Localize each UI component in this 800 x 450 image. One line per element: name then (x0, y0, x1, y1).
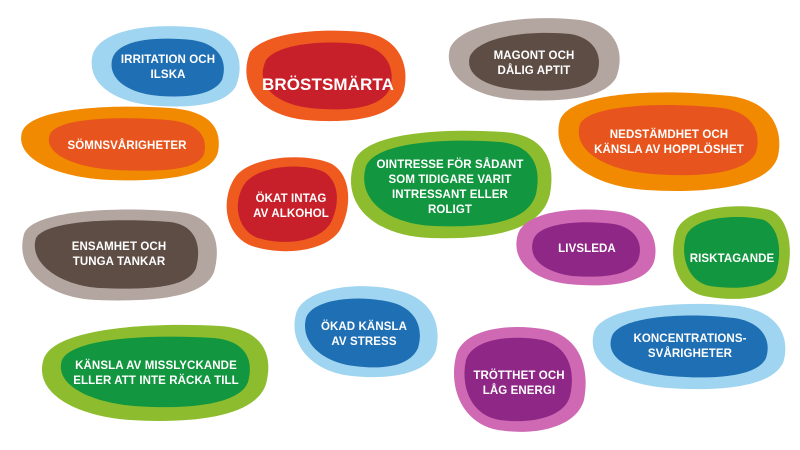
label-somnsvarigheter: Sömnsvårigheter (67, 139, 187, 152)
label-okat-intag-av-alkohol: Ökat intag av alkohol (253, 193, 329, 220)
blob-risktagande-inner (684, 217, 780, 288)
blob-alkohol (226, 157, 349, 252)
blob-trotthet (453, 327, 586, 432)
blob-brostsmarta-inner (262, 42, 392, 110)
blob-ensamhet (22, 209, 217, 301)
blob-livsleda (516, 209, 656, 286)
blob-ointresse-inner (364, 140, 538, 227)
blob-stress (294, 286, 438, 378)
blob-misslyckande-inner (60, 336, 250, 408)
blob-stress-inner (305, 298, 420, 368)
blob-magont-inner (469, 32, 599, 91)
blob-ensamhet-inner (34, 220, 199, 289)
blob-livsleda-inner (532, 222, 640, 277)
label-brostsmarta: Bröstsmärta (261, 74, 395, 94)
blob-somnsvarigheter-inner (48, 118, 205, 171)
label-kansla-av-misslyckande: Känsla av misslyckande eller att inte rä… (73, 360, 239, 387)
blob-irritation (91, 26, 240, 107)
blob-koncentration-inner (610, 315, 768, 378)
blob-magont (448, 18, 620, 101)
label-ensamhet: Ensamhet och tunga tankar (71, 241, 167, 268)
blob-irritation-inner (111, 38, 224, 97)
label-koncentrationssvarigheter: Koncentrations- svårigheter (633, 333, 747, 360)
blob-trotthet-inner (464, 337, 572, 422)
blob-brostsmarta (246, 30, 406, 122)
label-risktagande: Risktagande (689, 252, 775, 265)
blob-nedstamdhet (558, 92, 780, 191)
blob-koncentration (592, 303, 786, 390)
label-magont-och-dalig-aptit: Magont och dålig aptit (493, 50, 575, 77)
blob-misslyckande (41, 324, 269, 421)
label-trotthet-och-lag-energi: Trötthet och låg energi (473, 370, 565, 397)
label-ointresse: Ointresse för sådant som tidigare varit … (376, 159, 524, 216)
blob-risktagande (673, 206, 790, 299)
blob-alkohol-inner (237, 166, 337, 242)
label-nedstamdhet: Nedstämdhet och känsla av hopplöshet (594, 129, 744, 156)
blob-nedstamdhet-inner (578, 105, 758, 176)
blob-somnsvarigheter (21, 106, 219, 181)
label-okad-kansla-av-stress: Ökad känsla av stress (320, 321, 408, 348)
blob-ointresse (350, 130, 552, 239)
label-livsleda: Livsleda (558, 242, 616, 255)
label-irritation-och-ilska: Irritation och ilska (120, 54, 216, 81)
